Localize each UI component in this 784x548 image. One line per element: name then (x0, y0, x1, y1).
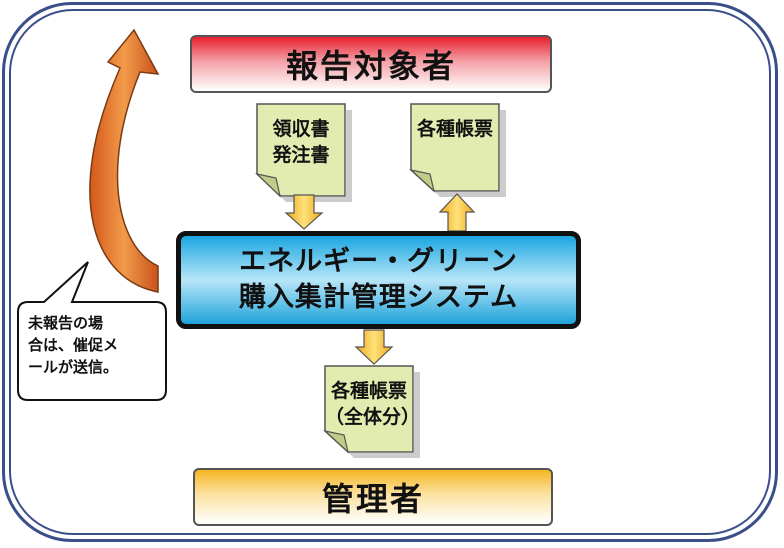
arrow-down-to-system (284, 194, 324, 230)
manager-label: 管理者 (321, 480, 424, 518)
arrow-up-to-reporter (438, 193, 476, 232)
reporter-box: 報告対象者 (190, 35, 552, 93)
arrow-down-to-manager (354, 329, 394, 365)
reporter-label: 報告対象者 (285, 47, 456, 85)
callout-bubble (17, 261, 167, 401)
manager-box: 管理者 (193, 468, 553, 526)
outer-frame (2, 2, 778, 542)
doc-receipts-label: 領収書 発注書 (272, 118, 330, 166)
system-line2: 購入集計管理システム (238, 282, 519, 313)
system-box: エネルギー・グリーン 購入集計管理システム (176, 231, 581, 329)
doc-forms-all-label: 各種帳票 （全体分） (325, 380, 421, 428)
callout-text: 未報告の場 合は、催促メ ールが送信。 (28, 314, 119, 376)
inner-frame (9, 9, 771, 535)
reminder-curved-arrow (89, 28, 160, 293)
system-line1: エネルギー・グリーン (239, 246, 518, 277)
doc-forms-all-shape (322, 365, 420, 458)
doc-forms-label: 各種帳票 (416, 118, 493, 140)
doc-forms-shape (408, 103, 506, 197)
